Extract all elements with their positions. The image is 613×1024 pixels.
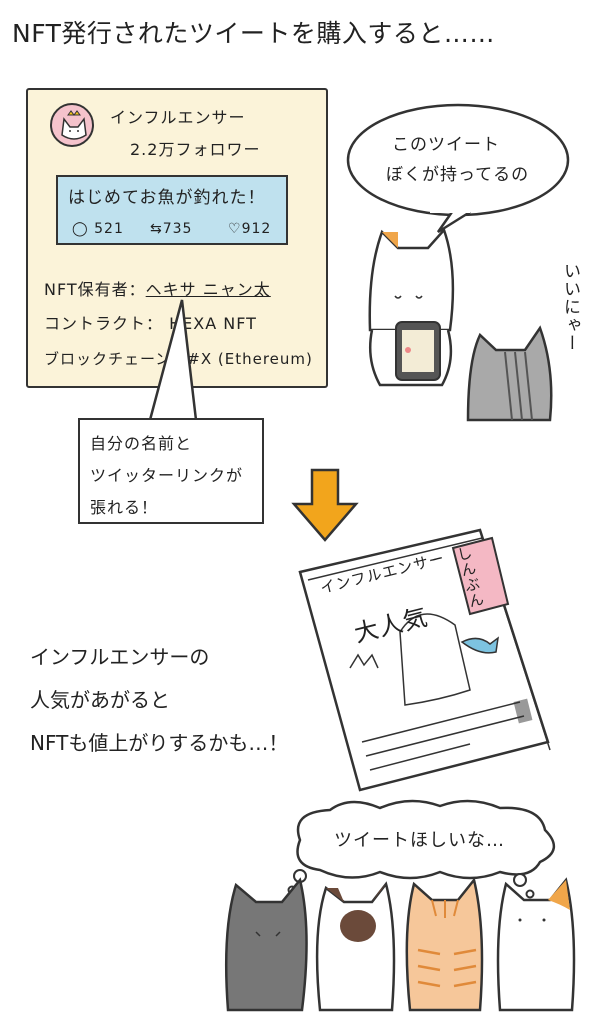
influencer-name: インフルエンサー — [110, 108, 246, 127]
exclaim-text: いいにゃー — [560, 262, 580, 352]
caption-line-1: 自分の名前と — [90, 434, 193, 453]
middle-line-3: NFTも値上がりするかも…！ — [30, 731, 289, 755]
owner-row: NFT保有者：ヘキサ ニャン太 — [44, 280, 271, 299]
avatar — [50, 103, 94, 147]
chain-row: ブロックチェーン：#X (Ethereum) — [44, 350, 313, 368]
tweet-box — [56, 175, 288, 245]
retweet-count: ⇆735 — [150, 221, 193, 237]
follower-count: 2.2万フォロワー — [130, 140, 261, 159]
like-count: ♡912 — [228, 221, 272, 237]
heart-icon: ♡ — [228, 221, 242, 237]
contract-row: コントラクト： HEXA NFT — [44, 314, 257, 333]
speech-line-2: ぼくが持ってるの — [386, 165, 530, 185]
tweet-text: はじめてお魚が釣れた！ — [68, 188, 266, 208]
cat-face-icon — [61, 110, 87, 140]
middle-line-1: インフルエンサーの — [30, 645, 210, 669]
page-title: NFT発行されたツイートを購入すると…… — [12, 19, 495, 48]
caption-line-2: ツイッターリンクが — [90, 466, 244, 485]
middle-line-2: 人気があがると — [30, 688, 170, 712]
thought-text: ツイートほしいな… — [334, 830, 505, 851]
reply-count: ◯ 521 — [72, 221, 124, 237]
speech-line-1: このツイート — [392, 135, 500, 155]
reply-icon: ◯ — [72, 221, 89, 237]
caption-line-3: 張れる！ — [90, 498, 159, 517]
caption-box — [78, 418, 264, 524]
retweet-icon: ⇆ — [150, 221, 163, 237]
